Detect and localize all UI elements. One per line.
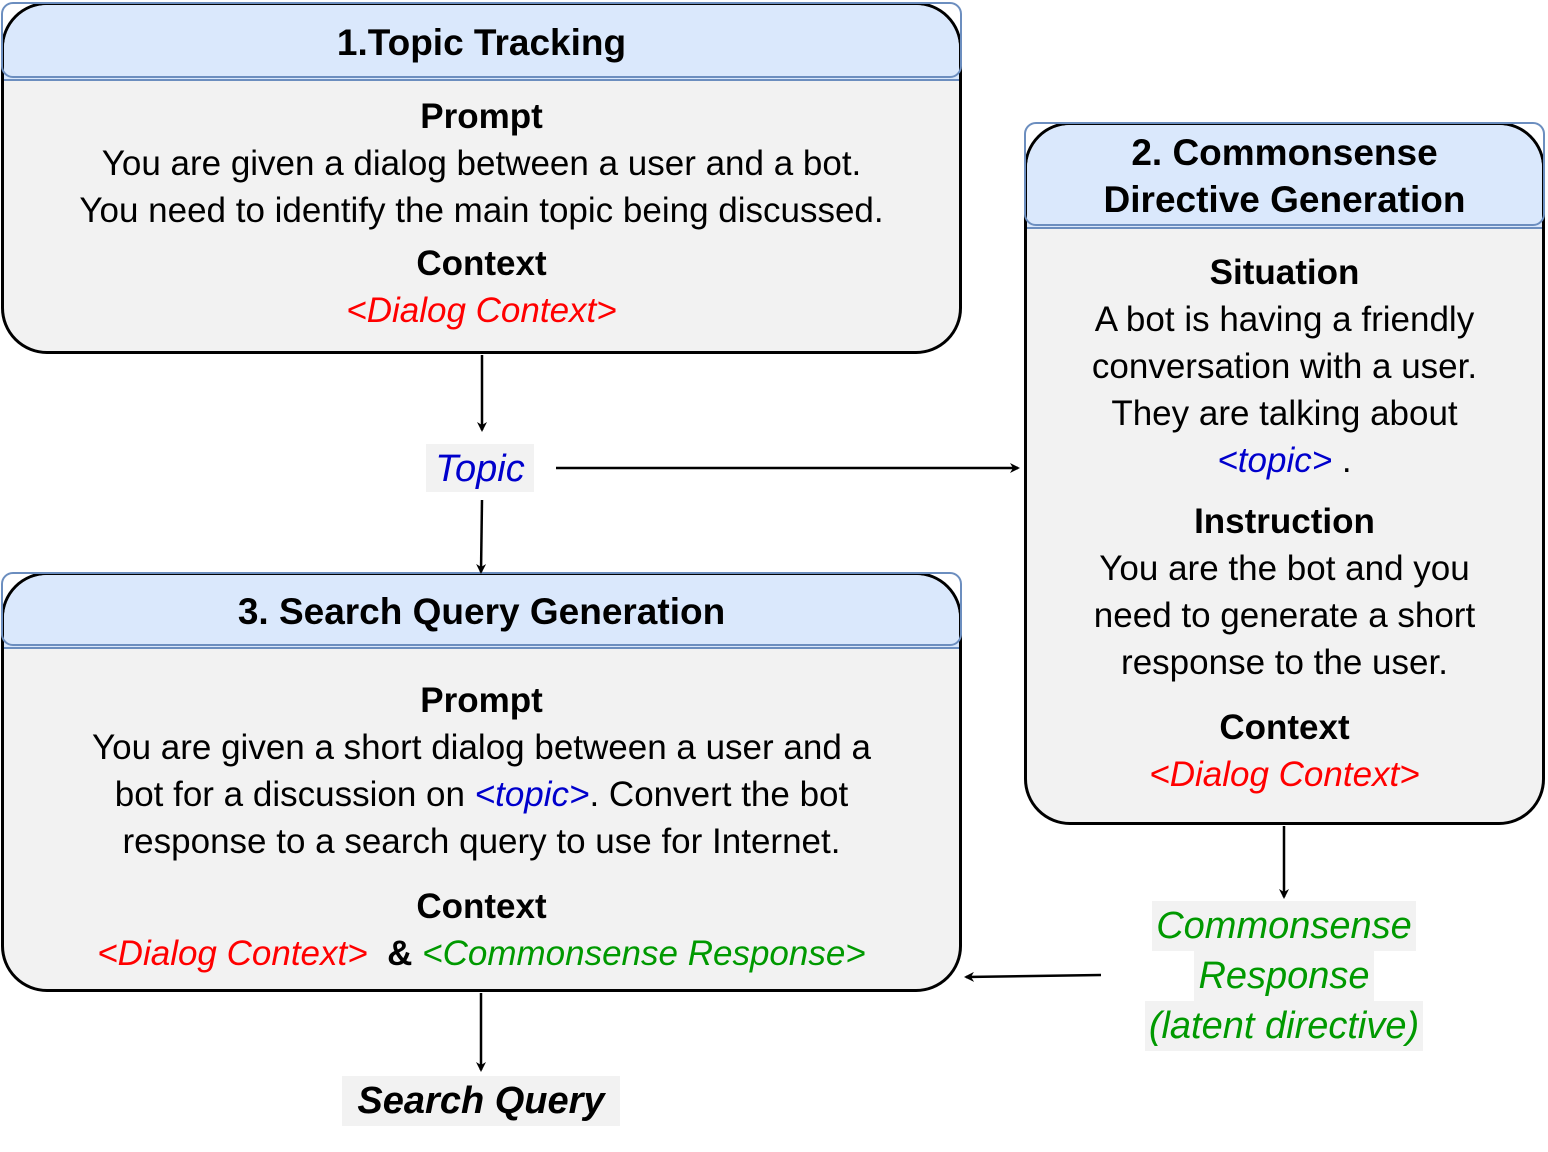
instruction-line: response to the user. [1121,643,1448,682]
prompt-line2-start: bot for a discussion on [114,775,475,814]
context-heading: Context [1219,708,1350,747]
prompt-line: You need to identify the main topic bein… [79,191,884,230]
topic-placeholder: <topic> [1217,441,1333,480]
instruction-line: need to generate a short [1093,596,1476,635]
topic-tracking-box: 1.Topic Tracking Prompt You are given a … [1,2,962,354]
search-query-generation-body: Prompt You are given a short dialog betw… [4,677,959,977]
prompt-line: You are given a dialog between a user an… [101,144,862,183]
commonsense-directive-body: Situation A bot is having a friendly con… [1027,249,1542,798]
situation-end: . [1332,441,1352,480]
situation-topic-line: <topic> . [1027,437,1542,484]
prompt-line: response to a search query to use for In… [122,822,841,861]
arrow-topic-to-search-query-box [476,499,487,574]
topic-tracking-body: Prompt You are given a dialog between a … [4,93,959,334]
commonsense-directive-box: 2. Commonsense Directive Generation Situ… [1024,122,1545,825]
instruction-line: You are the bot and you [1099,549,1470,588]
context-heading: Context [416,887,547,926]
dialog-context-placeholder: <Dialog Context> [346,291,617,330]
context-line: <Dialog Context> & <Commonsense Response… [4,930,959,977]
search-query-generation-title: 3. Search Query Generation [237,590,726,632]
commonsense-label-line3: (latent directive) [1144,1001,1424,1051]
topic-placeholder: <topic> [474,775,590,814]
dialog-context-placeholder: <Dialog Context> [97,934,368,973]
commonsense-label-line2: Response [1194,951,1374,1001]
prompt-line2-end: . Convert the bot [589,775,849,814]
instruction-heading: Instruction [1194,502,1375,541]
commonsense-response-label: Commonsense Response (latent directive) [1136,901,1432,1051]
topic-tracking-header: 1.Topic Tracking [4,5,959,81]
search-query-label: Search Query [342,1076,620,1126]
situation-line: conversation with a user. [1091,347,1478,386]
topic-tracking-title: 1.Topic Tracking [336,21,627,63]
topic-label: Topic [426,444,534,492]
prompt-heading: Prompt [420,681,543,720]
situation-heading: Situation [1209,253,1360,292]
commonsense-label-line1: Commonsense [1152,901,1416,951]
commonsense-directive-title-line1: 2. Commonsense [1131,132,1438,173]
commonsense-directive-title-line2: Directive Generation [1103,179,1466,220]
dialog-context-placeholder: <Dialog Context> [1149,755,1420,794]
ampersand: & [387,934,413,973]
situation-line: They are talking about [1111,394,1458,433]
prompt-line: bot for a discussion on <topic>. Convert… [4,771,959,818]
commonsense-response-placeholder: <Commonsense Response> [422,934,866,973]
context-heading: Context [416,244,547,283]
arrow-response-to-search-query-box [964,971,1102,982]
prompt-heading: Prompt [420,97,543,136]
situation-line: A bot is having a friendly [1094,300,1475,339]
search-query-generation-header: 3. Search Query Generation [4,575,959,649]
commonsense-directive-header: 2. Commonsense Directive Generation [1027,125,1542,229]
prompt-line: You are given a short dialog between a u… [92,728,871,767]
search-query-generation-box: 3. Search Query Generation Prompt You ar… [1,572,962,992]
